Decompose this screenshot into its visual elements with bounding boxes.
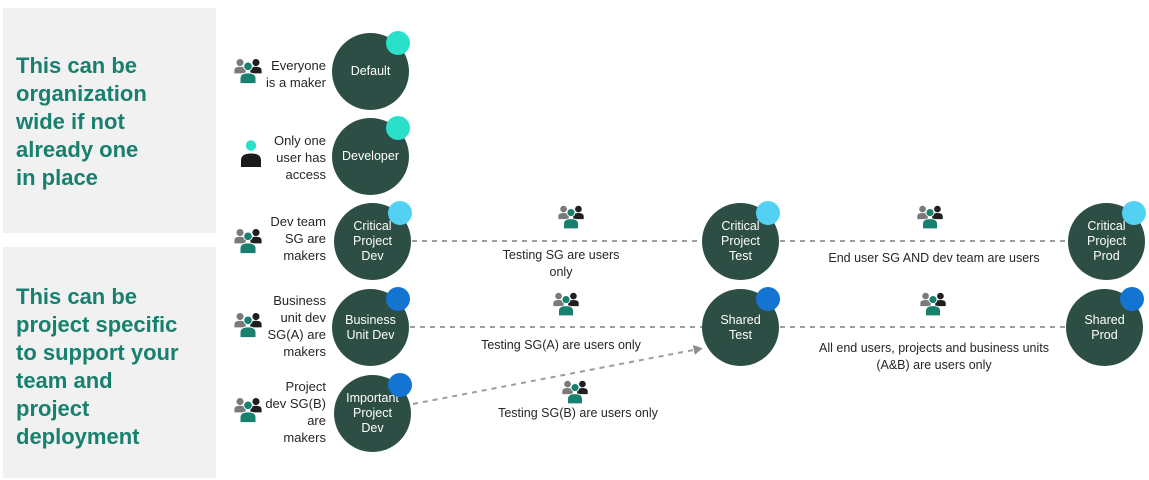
env-node-label: Default — [350, 64, 391, 78]
status-dot — [756, 287, 780, 311]
people-group-icon — [234, 58, 262, 84]
env-node-business-unit-dev: Business Unit Dev — [332, 287, 410, 366]
arrowhead-icon — [692, 343, 704, 355]
env-node-critical-project-prod: Critical Project Prod — [1068, 201, 1146, 280]
status-dot — [386, 31, 410, 55]
status-dot — [388, 373, 412, 397]
people-group-icon — [234, 228, 262, 254]
flow-label-testing-sg: Testing SG are users only — [502, 248, 620, 279]
people-group-icon — [553, 292, 579, 316]
env-node-label: Critical Project Prod — [1087, 219, 1126, 263]
people-group-icon — [558, 205, 584, 229]
flow-label-all-endusers: All end users, projects and business uni… — [819, 341, 1049, 372]
people-group-icon — [234, 312, 262, 338]
status-dot — [1120, 287, 1144, 311]
maker-label-everyone: Everyone is a maker — [266, 58, 326, 90]
connector-budev-sharedtest — [410, 326, 702, 328]
env-node-label: Critical Project Test — [721, 219, 760, 263]
env-node-developer: Developer — [332, 116, 410, 195]
connector-crittest-critprod — [780, 240, 1068, 242]
flow-label-enduser-sg: End user SG AND dev team are users — [828, 251, 1040, 265]
env-node-label: Business Unit Dev — [345, 312, 396, 342]
env-node-shared-test: Shared Test — [702, 287, 780, 366]
status-dot — [388, 201, 412, 225]
maker-label-projectdev: Project dev SG(B) are makers — [265, 379, 326, 445]
env-node-label: Developer — [342, 149, 399, 163]
info-panel-top-text: This can be organization wide if not alr… — [16, 53, 147, 190]
flow-label-testing-sga: Testing SG(A) are users only — [481, 338, 641, 352]
people-group-icon — [920, 292, 946, 316]
maker-label-devteam: Dev team SG are makers — [270, 214, 326, 263]
env-node-shared-prod: Shared Prod — [1066, 287, 1144, 366]
status-dot — [386, 287, 410, 311]
maker-label-businessunit: Business unit dev SG(A) are makers — [267, 293, 326, 359]
status-dot — [756, 201, 780, 225]
people-group-icon — [917, 205, 943, 229]
env-node-label: Critical Project Dev — [353, 219, 392, 263]
connector-sharedtest-sharedprod — [780, 326, 1066, 328]
people-group-icon — [562, 380, 588, 404]
env-node-default: Default — [332, 31, 410, 110]
maker-label-onlyone: Only one user has access — [273, 133, 326, 182]
info-panel-bottom-text: This can be project specific to support … — [16, 284, 179, 449]
status-dot — [386, 116, 410, 140]
status-dot — [1122, 201, 1146, 225]
connector-critdev-crittest — [412, 240, 702, 242]
info-panel-bottom: This can be project specific to support … — [3, 247, 216, 478]
connector-impdev-sharedtest — [412, 343, 704, 405]
env-node-label: Shared Test — [720, 312, 761, 342]
env-node-critical-project-test: Critical Project Test — [702, 201, 780, 280]
env-node-important-project-dev: Important Project Dev — [334, 373, 412, 452]
env-node-critical-project-dev: Critical Project Dev — [334, 201, 412, 280]
env-node-label: Important Project Dev — [346, 391, 399, 435]
people-group-icon — [234, 397, 262, 423]
single-user-icon — [241, 140, 261, 167]
info-panel-top: This can be organization wide if not alr… — [3, 8, 216, 233]
flow-label-testing-sgb: Testing SG(B) are users only — [498, 406, 658, 420]
env-node-label: Shared Prod — [1084, 312, 1125, 342]
